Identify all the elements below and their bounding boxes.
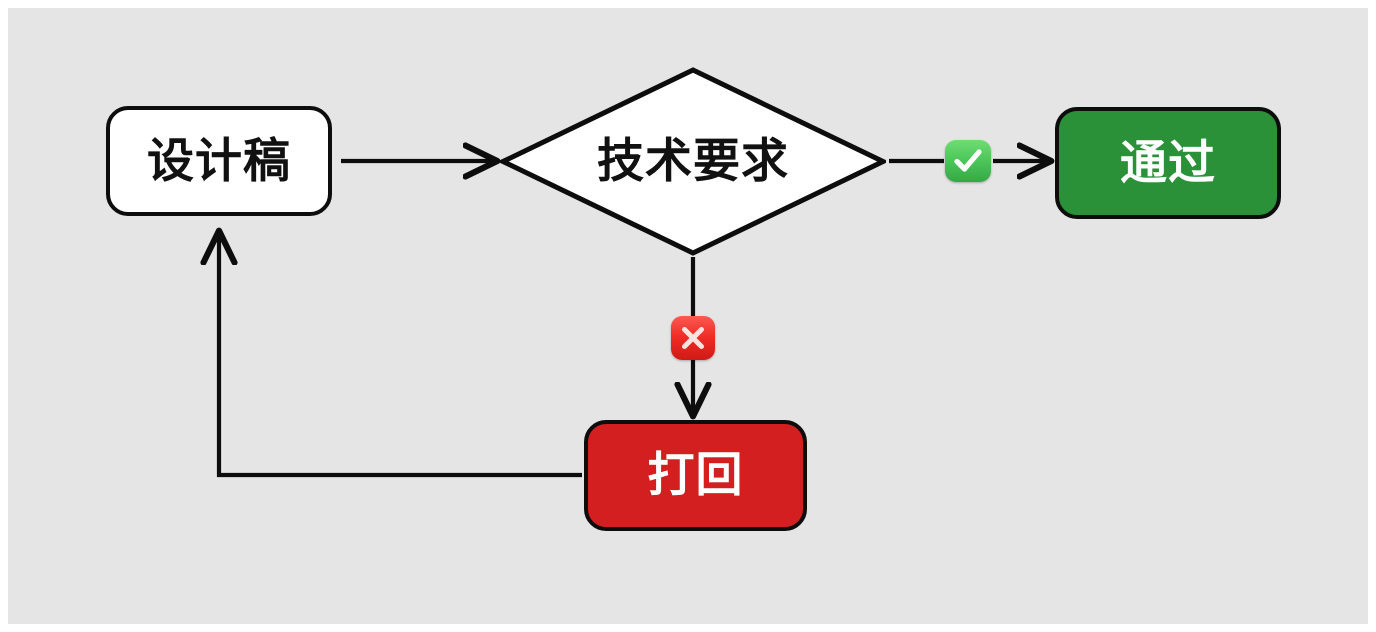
check-mark-button-icon	[945, 140, 991, 182]
node-design-draft[interactable]: 设计稿	[106, 106, 332, 216]
node-pass-label: 通过	[1120, 135, 1216, 191]
node-technical-requirements-label: 技术要求	[597, 134, 789, 189]
node-reject-label: 打回	[647, 448, 744, 503]
node-design-draft-label: 设计稿	[147, 133, 291, 189]
node-pass[interactable]: 通过	[1055, 107, 1281, 219]
diamond-shape	[500, 67, 886, 256]
cross-mark-button-icon	[671, 316, 715, 360]
node-reject[interactable]: 打回	[584, 420, 807, 531]
node-technical-requirements-decision[interactable]: 技术要求	[500, 67, 886, 256]
